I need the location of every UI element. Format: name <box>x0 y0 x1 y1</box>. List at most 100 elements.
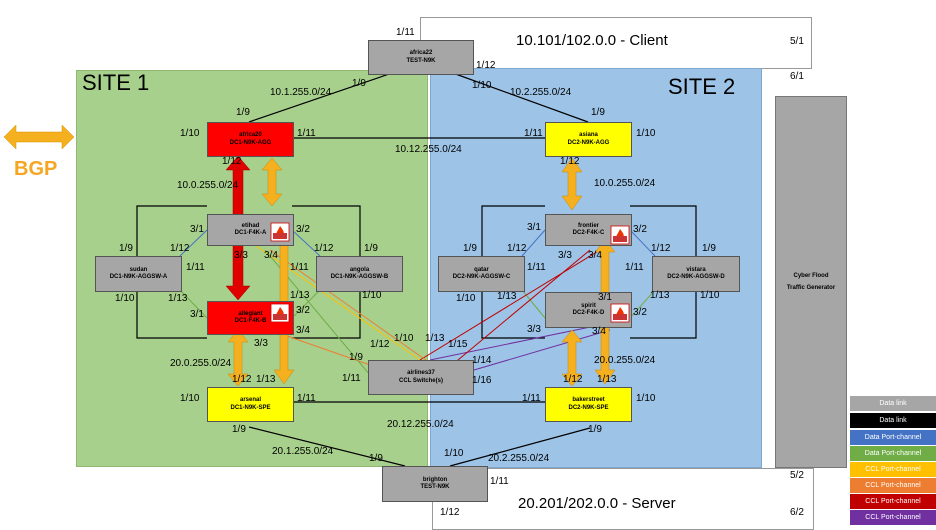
link-africa22-asiana <box>449 71 589 123</box>
port-label: 1/11 <box>524 128 543 139</box>
port-label: 1/11 <box>342 373 361 384</box>
port-label: 1/9 <box>232 424 246 435</box>
port-label: 1/12 <box>232 374 252 385</box>
port-label: 1/11 <box>297 393 316 404</box>
legend-item: Data link <box>850 413 936 428</box>
ccl-arrows <box>227 157 616 387</box>
link-arsenal-brighton <box>248 426 406 467</box>
port-label: 1/9 <box>702 243 716 254</box>
subnet-label: 10.0.255.0/24 <box>177 180 239 191</box>
port-label: 1/12 <box>440 507 460 518</box>
subnet-label: 10.0.255.0/24 <box>594 178 656 189</box>
port-label: 1/13 <box>497 291 517 302</box>
port-label: 3/3 <box>234 250 248 261</box>
port-label: 3/2 <box>296 305 310 316</box>
port-label: 1/10 <box>700 290 720 301</box>
port-label: 1/13 <box>425 333 445 344</box>
port-label: 1/9 <box>352 78 366 89</box>
port-label: 1/11 <box>290 262 309 273</box>
link-qatar-frontier-box <box>481 205 545 256</box>
port-label: 1/11 <box>625 262 644 273</box>
subnet-label: 10.1.255.0/24 <box>270 87 332 98</box>
link-spirit-vistara-box <box>630 290 697 339</box>
port-label: 1/12 <box>222 156 242 167</box>
port-label: 1/11 <box>297 128 316 139</box>
link-sudan-allegiant-box <box>136 290 207 339</box>
port-label: 1/12 <box>651 243 671 254</box>
port-label: 1/10 <box>362 290 382 301</box>
link-etihad-angola-box <box>292 205 361 256</box>
legend-item: Data Port-channel <box>850 446 936 461</box>
link-bakerstreet-brighton <box>449 427 591 467</box>
legend-item: CCL Port-channel <box>850 494 936 509</box>
port-label: 3/4 <box>264 250 278 261</box>
port-label: 1/11 <box>490 476 509 487</box>
port-label: 3/1 <box>190 309 204 320</box>
port-label: 1/11 <box>186 262 205 273</box>
site1-label: SITE 1 <box>82 70 150 95</box>
link-africa22-africa20 <box>248 71 396 123</box>
port-label: 1/13 <box>256 374 276 385</box>
port-label: 1/13 <box>290 290 310 301</box>
legend-item: CCL Port-channel <box>850 510 936 525</box>
port-label: 3/4 <box>296 325 310 336</box>
port-label: 1/11 <box>527 262 546 273</box>
port-label: 3/4 <box>588 250 602 261</box>
node-cyberflood[interactable]: Cyber Flood Traffic Generator <box>775 96 847 468</box>
bgp-label: BGP <box>14 158 58 180</box>
firewall-icon <box>270 222 290 242</box>
server-network-box <box>432 468 814 530</box>
subnet-label: 20.0.255.0/24 <box>170 358 232 369</box>
port-label: 1/12 <box>370 339 390 350</box>
port-label: 1/10 <box>394 333 414 344</box>
legend-item: Data Port-channel <box>850 430 936 445</box>
firewall-icon <box>610 225 630 245</box>
client-port-top: 5/1 <box>790 36 804 47</box>
link-allegiant-angola-box <box>292 290 361 339</box>
legend-item: Data link <box>850 396 936 411</box>
server-label: 20.201/202.0.0 - Server <box>518 495 676 512</box>
port-label: 1/12 <box>563 374 583 385</box>
port-label: 1/10 <box>180 128 200 139</box>
port-label: 1/13 <box>597 374 617 385</box>
port-label: 1/9 <box>463 243 477 254</box>
port-label: 1/12 <box>560 156 580 167</box>
port-label: 1/10 <box>472 80 492 91</box>
legend-item: CCL Port-channel <box>850 478 936 493</box>
server-port-top: 5/2 <box>790 470 804 481</box>
port-label: 1/10 <box>444 448 464 459</box>
data-port-channels <box>179 229 656 319</box>
link-sudan-etihad-box <box>136 205 207 256</box>
port-label: 1/9 <box>236 107 250 118</box>
port-label: 1/9 <box>364 243 378 254</box>
port-label: 1/12 <box>476 60 496 71</box>
port-label: 1/11 <box>396 27 415 38</box>
client-network-box <box>420 17 812 69</box>
port-label: 1/13 <box>168 293 188 304</box>
server-port-bottom: 6/2 <box>790 507 804 518</box>
port-label: 1/9 <box>349 352 363 363</box>
subnet-label: 10.12.255.0/24 <box>395 144 462 155</box>
subnet-label: 20.0.255.0/24 <box>594 355 656 366</box>
data-links-black <box>136 71 697 467</box>
link-qatar-spirit-box <box>481 290 545 339</box>
port-label: 1/9 <box>369 453 383 464</box>
site2-label: SITE 2 <box>668 74 736 99</box>
port-label: 3/3 <box>527 324 541 335</box>
port-label: 3/3 <box>558 250 572 261</box>
port-label: 1/15 <box>448 339 468 350</box>
link-frontier-vistara-box <box>630 205 697 256</box>
port-label: 1/11 <box>522 393 541 404</box>
port-label: 3/2 <box>633 224 647 235</box>
